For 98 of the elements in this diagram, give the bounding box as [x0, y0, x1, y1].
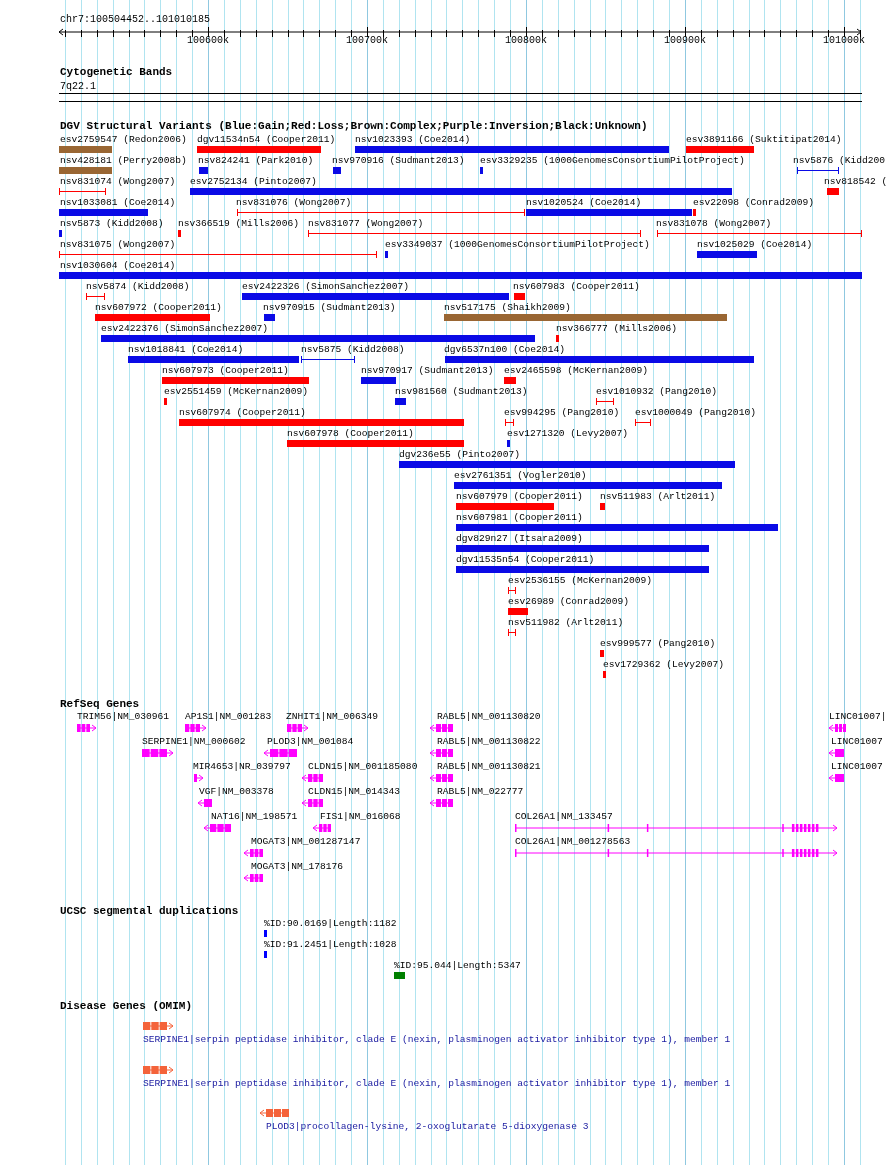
- gene-label: COL26A1|NM_001278563: [515, 836, 631, 847]
- variant-label: nsv607973 (Cooper2011): [162, 365, 289, 376]
- variant-label: esv26989 (Conrad2009): [508, 596, 629, 607]
- track-heading: Cytogenetic Bands: [60, 66, 173, 79]
- variant-label: esv2761351 (Vogler2010): [454, 470, 587, 481]
- variant-label: nsv5873 (Kidd2008): [60, 218, 164, 229]
- gene-label: CLDN15|NM_014343: [308, 786, 401, 797]
- variant-label: nsv428181 (Perry2008b): [60, 155, 187, 166]
- gene-label: PLOD3|NM_001084: [267, 736, 354, 747]
- gene-label: VGF|NM_003378: [199, 786, 274, 797]
- duplication-label: %ID:95.044|Length:5347: [394, 960, 521, 971]
- variant-label: esv999577 (Pang2010): [600, 638, 716, 649]
- duplication-label: %ID:90.0169|Length:1182: [264, 918, 397, 929]
- variant-label: esv1271320 (Levy2007): [507, 428, 628, 439]
- variant-label: esv1000049 (Pang2010): [635, 407, 756, 418]
- variant-label: nsv831075 (Wong2007): [60, 239, 176, 250]
- gene-label: LINC01007: [831, 736, 883, 747]
- duplication-label: %ID:91.2451|Length:1028: [264, 939, 397, 950]
- gene-label: LINC01007|: [829, 711, 887, 722]
- gene-label: AP1S1|NM_001283: [185, 711, 272, 722]
- tick-label: 100700k: [346, 34, 388, 47]
- variant-label: nsv818542 (: [824, 176, 888, 187]
- track-heading: UCSC segmental duplications: [60, 905, 239, 918]
- variant-label: dgv11535n54 (Cooper2011): [456, 554, 595, 565]
- gene-label: NAT16|NM_198571: [211, 811, 298, 822]
- variant-label: esv2422326 (SimonSanchez2007): [242, 281, 409, 292]
- variant-label: esv2759547 (Redon2006): [60, 134, 187, 145]
- gene-label: SERPINE1|NM_000602: [142, 736, 246, 747]
- variant-label: nsv1025029 (Coe2014): [697, 239, 813, 250]
- variant-label: esv2551459 (McKernan2009): [164, 386, 308, 397]
- variant-label: nsv1030604 (Coe2014): [60, 260, 176, 271]
- track-heading: RefSeq Genes: [60, 698, 140, 711]
- variant-label: nsv1018841 (Coe2014): [128, 344, 244, 355]
- gene-label: CLDN15|NM_001185080: [308, 761, 418, 772]
- variant-label: nsv5875 (Kidd2008): [301, 344, 405, 355]
- variant-label: nsv831078 (Wong2007): [656, 218, 772, 229]
- tick-label: 100600k: [187, 34, 229, 47]
- gene-label: MIR4653|NR_039797: [193, 761, 291, 772]
- variant-label: nsv831076 (Wong2007): [236, 197, 352, 208]
- gene-label: FIS1|NM_016068: [320, 811, 401, 822]
- variant-label: nsv607981 (Cooper2011): [456, 512, 583, 523]
- variant-label: dgv6537n100 (Coe2014): [444, 344, 565, 355]
- variant-label: nsv1023393 (Coe2014): [355, 134, 471, 145]
- variant-label: nsv1033081 (Coe2014): [60, 197, 176, 208]
- variant-label: nsv607974 (Cooper2011): [179, 407, 306, 418]
- variant-label: nsv511982 (Arlt2011): [508, 617, 624, 628]
- variant-label: nsv970917 (Sudmant2013): [361, 365, 494, 376]
- gene-label: RABL5|NM_001130821: [437, 761, 541, 772]
- variant-label: esv994295 (Pang2010): [504, 407, 620, 418]
- variant-label: nsv970915 (Sudmant2013): [263, 302, 396, 313]
- gene-label: MOGAT3|NM_001287147: [251, 836, 361, 847]
- gene-label: COL26A1|NM_133457: [515, 811, 613, 822]
- region-title: chr7:100504452..101010185: [60, 14, 211, 26]
- disease-gene-label: SERPINE1|serpin peptidase inhibitor, clade E (nexin, plasminogen activator inhibitor type 1), member 1: [143, 1078, 731, 1089]
- track-heading: DGV Structural Variants (Blue:Gain;Red:Loss;Brown:Complex;Purple:Inversion;Black:Unknown): [60, 120, 648, 133]
- variant-label: nsv607978 (Cooper2011): [287, 428, 414, 439]
- variant-label: nsv607979 (Cooper2011): [456, 491, 583, 502]
- variant-label: esv3329235 (1000GenomesConsortiumPilotProject): [480, 155, 745, 166]
- gene-label: TRIM56|NM_030961: [77, 711, 170, 722]
- variant-label: esv3349037 (1000GenomesConsortiumPilotProject): [385, 239, 650, 250]
- variant-label: esv2422376 (SimonSanchez2007): [101, 323, 268, 334]
- gene-label: RABL5|NM_022777: [437, 786, 524, 797]
- variant-label: dgv11534n54 (Cooper2011): [197, 134, 336, 145]
- variant-label: nsv366777 (Mills2006): [556, 323, 677, 334]
- variant-label: esv22098 (Conrad2009): [693, 197, 814, 208]
- gene-label: ZNHIT1|NM_006349: [286, 711, 379, 722]
- variant-label: dgv829n27 (Itsara2009): [456, 533, 583, 544]
- variant-label: nsv607983 (Cooper2011): [513, 281, 640, 292]
- band-label: 7q22.1: [60, 80, 96, 93]
- variant-label: nsv970916 (Sudmant2013): [332, 155, 465, 166]
- disease-gene-label: SERPINE1|serpin peptidase inhibitor, clade E (nexin, plasminogen activator inhibitor type 1), member 1: [143, 1034, 731, 1045]
- variant-label: esv1729362 (Levy2007): [603, 659, 724, 670]
- variant-label: nsv981560 (Sudmant2013): [395, 386, 528, 397]
- gene-label: MOGAT3|NM_178176: [251, 861, 344, 872]
- variant-label: nsv831074 (Wong2007): [60, 176, 176, 187]
- gene-label: LINC01007: [831, 761, 883, 772]
- variant-label: nsv5876 (Kidd200: [793, 155, 886, 166]
- gene-label: RABL5|NM_001130820: [437, 711, 541, 722]
- variant-label: nsv831077 (Wong2007): [308, 218, 424, 229]
- variant-label: esv3891166 (Suktitipat2014): [686, 134, 842, 145]
- variant-label: nsv511983 (Arlt2011): [600, 491, 716, 502]
- tick-label: 100800k: [505, 34, 547, 47]
- tick-label: 100900k: [664, 34, 706, 47]
- variant-label: nsv824241 (Park2010): [198, 155, 314, 166]
- variant-label: esv2465598 (McKernan2009): [504, 365, 648, 376]
- disease-gene-label: PLOD3|procollagen-lysine, 2-oxoglutarate 5-dioxygenase 3: [266, 1121, 589, 1132]
- variant-label: dgv236e55 (Pinto2007): [399, 449, 520, 460]
- variant-label: nsv607972 (Cooper2011): [95, 302, 222, 313]
- variant-label: nsv366519 (Mills2006): [178, 218, 299, 229]
- variant-label: nsv5874 (Kidd2008): [86, 281, 190, 292]
- track-heading: Disease Genes (OMIM): [60, 1000, 193, 1013]
- tick-label: 101000k: [823, 34, 865, 47]
- variant-label: esv1010932 (Pang2010): [596, 386, 717, 397]
- variant-label: nsv1020524 (Coe2014): [526, 197, 642, 208]
- variant-label: nsv517175 (Shaikh2009): [444, 302, 571, 313]
- variant-label: esv2536155 (McKernan2009): [508, 575, 652, 586]
- variant-label: esv2752134 (Pinto2007): [190, 176, 317, 187]
- gene-label: RABL5|NM_001130822: [437, 736, 541, 747]
